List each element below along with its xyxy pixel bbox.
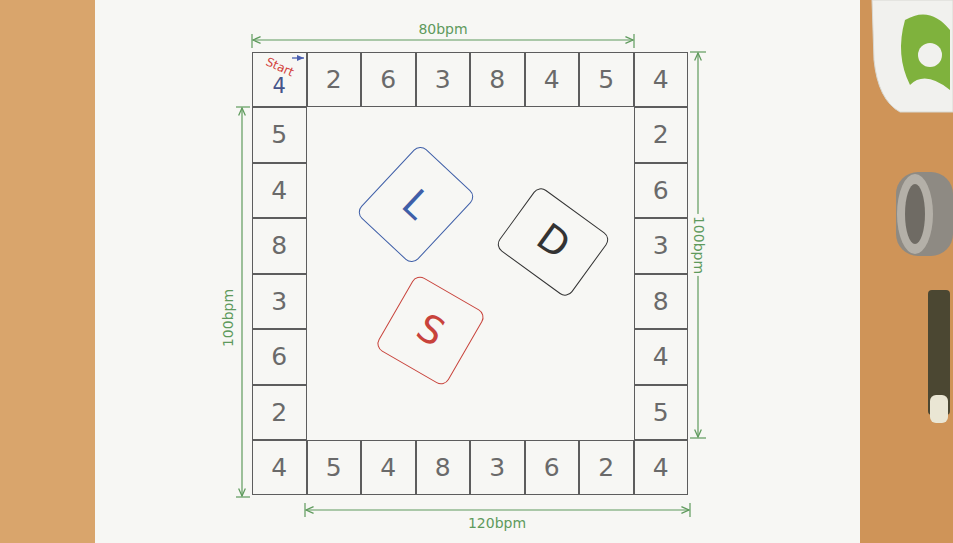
paper-sheet	[95, 0, 860, 543]
board-cell: 5	[634, 385, 689, 441]
cell-number: 5	[271, 121, 287, 149]
board-cell: 8	[252, 218, 307, 274]
board-cell: 5	[252, 107, 307, 163]
board-cell: 8	[470, 52, 525, 107]
cell-number: 3	[489, 454, 505, 482]
cell-number: 6	[544, 454, 560, 482]
card-letter: D	[529, 216, 577, 267]
table-surface	[0, 0, 95, 543]
cell-number: 2	[653, 121, 669, 149]
board-cell: 2	[634, 107, 689, 163]
tempo-label: 100bpm	[221, 287, 236, 349]
cell-number: 2	[271, 399, 287, 427]
tempo-label: 120bpm	[466, 516, 528, 531]
tempo-label: 100bpm	[690, 214, 705, 276]
board-cell: 8	[634, 274, 689, 330]
cell-number: 4	[544, 66, 560, 94]
board-cell: 4	[361, 440, 416, 495]
cell-number: 8	[271, 232, 287, 260]
cell-number: 4	[271, 454, 287, 482]
cell-number: 4	[653, 454, 669, 482]
tin-can	[896, 172, 953, 256]
cell-number: 8	[435, 454, 451, 482]
cell-number: 8	[489, 66, 505, 94]
cell-number: 5	[326, 454, 342, 482]
board-cell: 6	[634, 163, 689, 219]
cell-number: 2	[326, 66, 342, 94]
cell-number: 6	[653, 177, 669, 205]
board-cell: 4	[252, 163, 307, 219]
board-cell: 8	[416, 440, 471, 495]
board-cell: 6	[525, 440, 580, 495]
board-cell: 4	[525, 52, 580, 107]
board-cell: 3	[252, 274, 307, 330]
board-cell: 5	[579, 52, 634, 107]
board-cell: 4	[634, 52, 689, 107]
board-cell: 4	[252, 440, 307, 495]
card-letter: L	[394, 181, 438, 226]
cell-number: 6	[271, 343, 287, 371]
cell-number: 2	[598, 454, 614, 482]
cell-number: 4	[273, 75, 286, 98]
cell-number: 8	[653, 288, 669, 316]
tempo-label: 80bpm	[416, 22, 469, 37]
cup	[872, 0, 953, 112]
cell-number: 3	[271, 288, 287, 316]
board-cell: Start4	[252, 52, 307, 107]
cell-number: 3	[435, 66, 451, 94]
cell-number: 5	[598, 66, 614, 94]
cell-number: 4	[380, 454, 396, 482]
card-letter: S	[409, 306, 451, 354]
pen	[928, 290, 950, 423]
cell-number: 4	[271, 177, 287, 205]
board-cell: 3	[634, 218, 689, 274]
board-cell: 6	[361, 52, 416, 107]
cell-number: 6	[380, 66, 396, 94]
board-cell: 4	[634, 329, 689, 385]
cell-number: 3	[653, 232, 669, 260]
cell-number: 5	[653, 399, 669, 427]
board-cell: 5	[307, 440, 362, 495]
cell-number: 4	[653, 343, 669, 371]
board-cell: 4	[634, 440, 689, 495]
start-arrow	[292, 57, 304, 58]
cell-number: 4	[653, 66, 669, 94]
board-cell: 2	[579, 440, 634, 495]
dimension-lines	[236, 34, 706, 517]
board-cell: 3	[416, 52, 471, 107]
board-cell: 6	[252, 329, 307, 385]
board-cell: 3	[470, 440, 525, 495]
board-cell: 2	[252, 385, 307, 441]
board-cell: 2	[307, 52, 362, 107]
